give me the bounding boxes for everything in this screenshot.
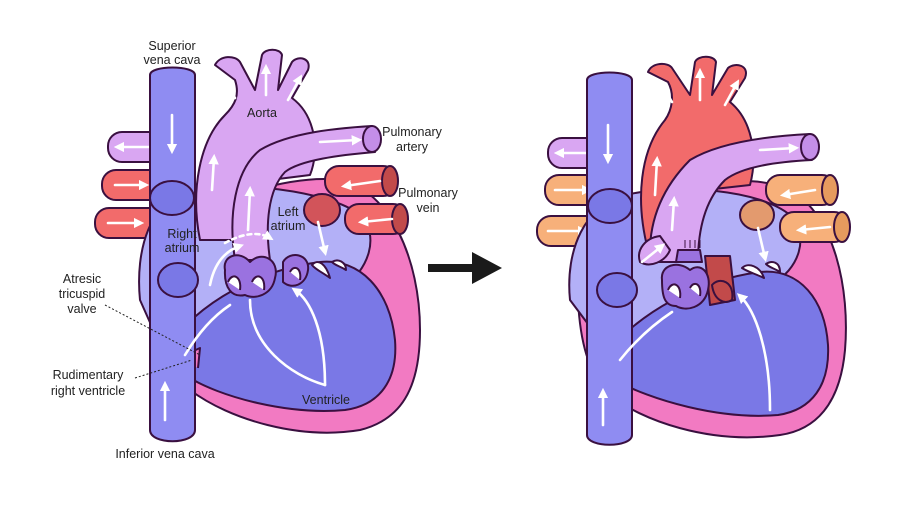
label-pulmonary-vein-1: Pulmonary (398, 186, 458, 200)
leader-rudimentary (134, 359, 193, 379)
right-pulmonary-veins (324, 165, 409, 235)
label-left-atrium-2: atrium (271, 219, 306, 233)
label-pulmonary-artery-2: artery (396, 140, 429, 154)
heart-before: Superior vena cava Aorta Pulmonary arter… (51, 39, 459, 461)
svc-opening (149, 180, 195, 216)
label-left-atrium-1: Left (278, 205, 299, 219)
label-aorta: Aorta (247, 106, 277, 120)
label-superior-vena-cava-2: vena cava (144, 53, 201, 67)
label-right-atrium-1: Right (167, 227, 197, 241)
ivc-opening (157, 262, 199, 298)
label-atresic-1: Atresic (63, 272, 101, 286)
right-arrow-icon (428, 252, 502, 284)
label-ventricle: Ventricle (302, 393, 350, 407)
vena-cava (149, 66, 196, 443)
label-pulmonary-artery-1: Pulmonary (382, 125, 442, 139)
label-atresic-3: valve (67, 302, 96, 316)
leader-atresic (104, 304, 201, 356)
heart-after (536, 55, 851, 446)
label-inferior-vena-cava: Inferior vena cava (115, 447, 214, 461)
valves (223, 254, 347, 298)
after-vena-cava (586, 71, 633, 446)
label-pulmonary-vein-2: vein (417, 201, 440, 215)
left-atrium-opening (303, 193, 341, 227)
label-atresic-2: tricuspid (59, 287, 106, 301)
aorta (195, 48, 316, 241)
label-superior-vena-cava-1: Superior (148, 39, 195, 53)
label-rudimentary-1: Rudimentary (53, 368, 125, 382)
label-rudimentary-2: right ventricle (51, 384, 125, 398)
label-right-atrium-2: atrium (165, 241, 200, 255)
